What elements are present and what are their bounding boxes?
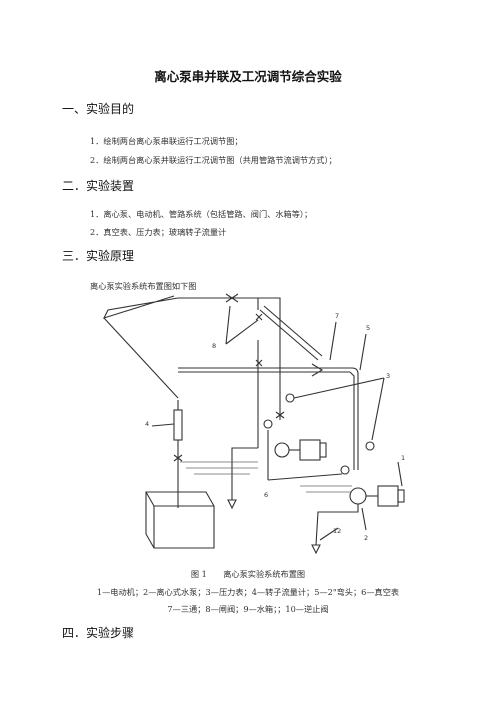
label-4: 4: [145, 420, 149, 428]
gate-valve-top-left: [225, 293, 239, 303]
apparatus-item-2: 2．真空表、压力表；玻璃转子流量计: [90, 227, 227, 237]
pressure-gauge-lower: [365, 441, 375, 451]
label-5: 5: [366, 324, 370, 332]
pipe-left-upper: [102, 295, 179, 319]
figure-legend-line-2: 7—三通；8—闸阀；9—水箱；；10—逆止阀: [167, 604, 329, 614]
label-1: 1: [401, 454, 405, 462]
pump-upper: [274, 442, 290, 458]
label-6: 6: [264, 491, 268, 499]
objective-item-1: 1．绘制两台离心泵串联运行工况调节图；: [90, 136, 243, 146]
label-7: 7: [335, 312, 339, 320]
water-tank: [145, 491, 215, 549]
objective-item-2: 2．绘制两台离心泵并联运行工况调节图（共用管路节流调节方式）；: [90, 155, 337, 165]
apparatus-item-1: 1．离心泵、电动机、管路系统（包括管路、阀门、水箱等）；: [90, 209, 313, 219]
pipe-left-diagonal: [103, 317, 179, 399]
pressure-gauge-upper: [285, 393, 295, 403]
vacuum-gauge-lower: [340, 465, 350, 475]
label-3: 3: [386, 372, 390, 380]
motor-lower-body: [377, 485, 399, 507]
section-heading-principle: 三．实验原理: [62, 249, 135, 263]
label-8: 8: [212, 342, 216, 350]
foot-valve-left: [227, 499, 237, 510]
label-2: 2: [364, 534, 368, 542]
figure-legend-line-1: 1—电动机；2—离心式水泵；3—压力表；4—转子流量计；5—2"弯头；6—真空表: [96, 587, 400, 597]
label-12: 12: [333, 527, 341, 535]
document-title: 离心泵串并联及工况调节综合实验: [154, 69, 342, 84]
pump-lower: [349, 487, 367, 505]
foot-valve-right: [311, 544, 321, 555]
rotameter-body: [173, 409, 183, 441]
motor-upper-body: [299, 439, 321, 461]
vacuum-gauge-upper: [263, 419, 273, 429]
gate-valve-top-right: [255, 313, 263, 321]
section-heading-objective: 一、实验目的: [62, 102, 135, 116]
section-heading-procedure: 四．实验步骤: [62, 626, 135, 640]
tee-fitting: [311, 363, 324, 377]
principle-intro: 离心泵实验系统布置图如下图: [90, 281, 197, 291]
section-heading-apparatus: 二．实验装置: [62, 179, 135, 193]
figure-caption: 图 1 离心泵实验系统布置图: [190, 569, 306, 579]
